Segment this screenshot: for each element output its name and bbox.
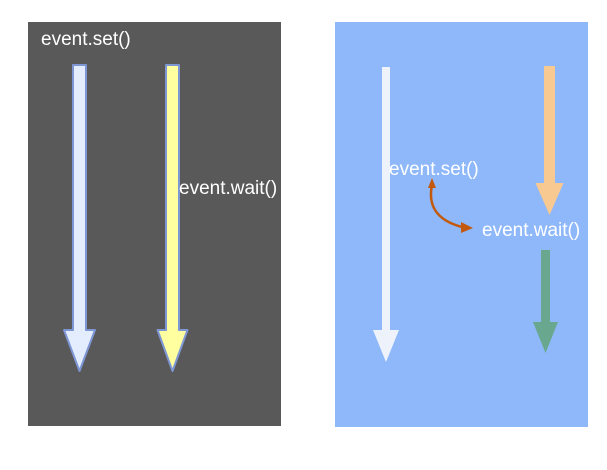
thread-timeline-arrow-icon	[373, 67, 399, 362]
event-wait-label: event.wait()	[179, 178, 278, 199]
left-panel: event.set() event.wait()	[28, 22, 281, 426]
event-set-label: event.set()	[41, 29, 131, 50]
running-thread-arrow-icon	[535, 66, 564, 215]
waiting-thread-timeline-arrow-icon	[156, 64, 189, 372]
left-panel-arrow-layer	[63, 64, 189, 372]
right-panel: event.set() event.wait()	[335, 22, 588, 427]
event-set-label: event.set()	[389, 159, 479, 180]
thread-timeline-arrow-icon	[63, 64, 96, 372]
event-wait-label: event.wait()	[482, 220, 581, 241]
right-panel-arrow-layer	[373, 66, 564, 362]
resumed-thread-arrow-icon	[533, 250, 558, 353]
set-to-wait-connector-icon	[428, 178, 473, 233]
